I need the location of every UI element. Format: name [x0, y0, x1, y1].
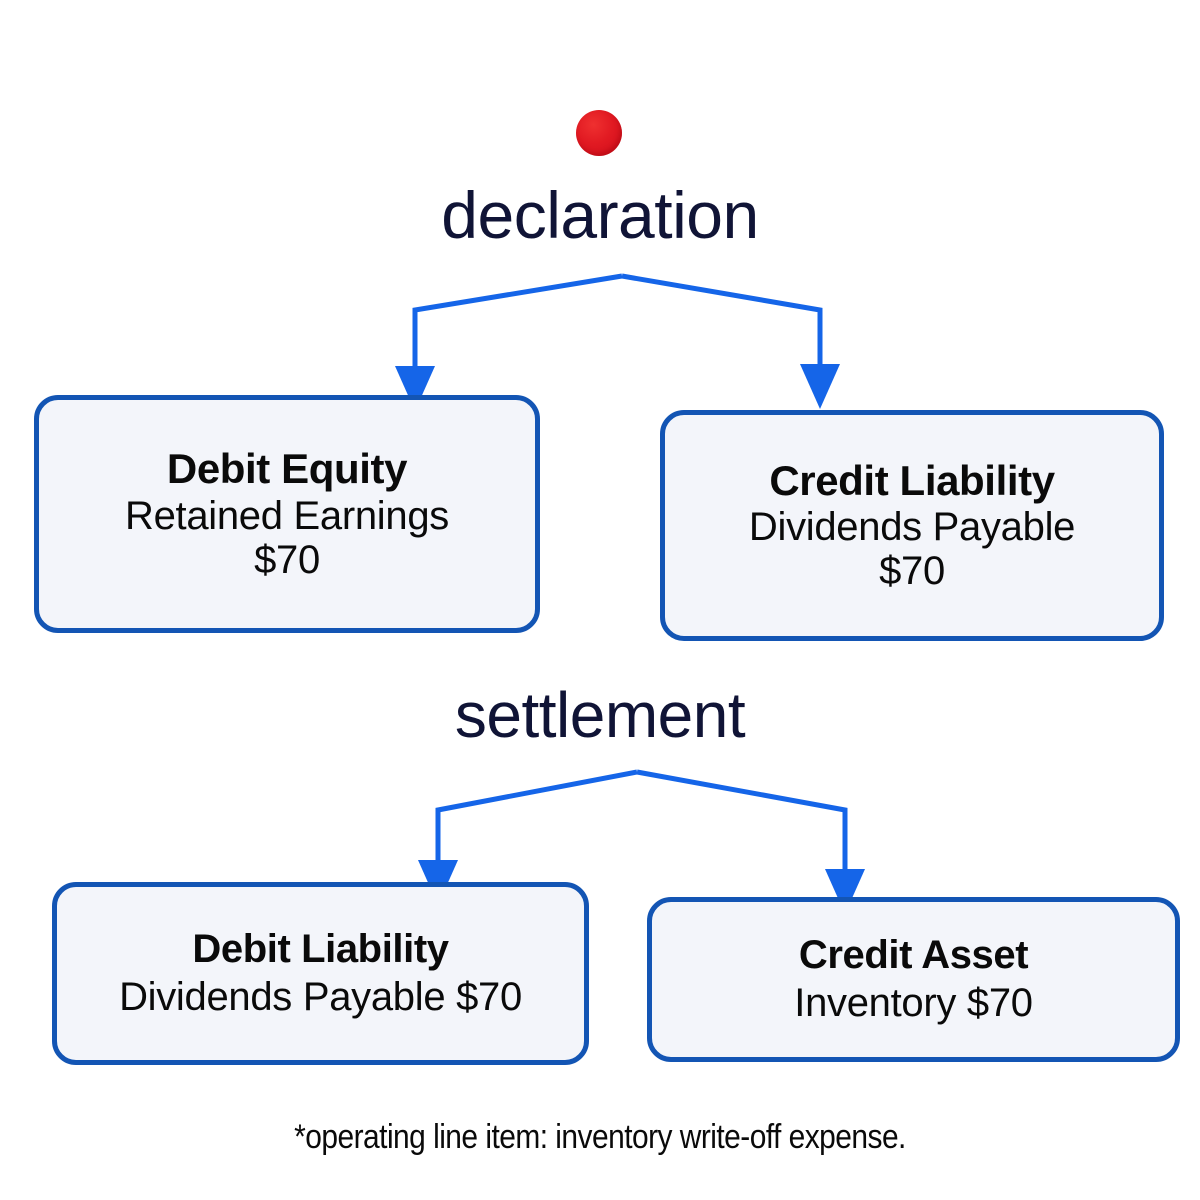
node-debit-equity[interactable]: Debit Equity Retained Earnings $70 — [34, 395, 540, 633]
node-amount: $70 — [254, 537, 320, 582]
node-debit-liability[interactable]: Debit Liability Dividends Payable $70 — [52, 882, 589, 1065]
section-label-declaration: declaration — [441, 178, 759, 252]
node-title: Debit Equity — [166, 445, 408, 493]
section-label-settlement: settlement — [454, 679, 746, 751]
node-line: Retained Earnings — [124, 493, 449, 538]
node-title: Credit Liability — [769, 456, 1055, 504]
node-line: Dividends Payable $70 — [119, 975, 522, 1020]
node-title: Credit Asset — [798, 932, 1029, 977]
node-credit-liability[interactable]: Credit Liability Dividends Payable $70 — [660, 410, 1164, 641]
node-title: Debit Liability — [192, 926, 449, 971]
connector-settlement-left — [418, 769, 638, 905]
footnote-text: *operating line item: inventory write-of… — [294, 1118, 906, 1156]
red-dot-icon — [576, 110, 622, 156]
node-amount: $70 — [879, 549, 945, 594]
node-line: Dividends Payable — [748, 505, 1076, 550]
node-credit-asset[interactable]: Credit Asset Inventory $70 — [647, 897, 1180, 1062]
node-line: Inventory $70 — [794, 981, 1033, 1026]
connector-settlement-right — [636, 769, 865, 914]
connector-declaration-left — [395, 273, 623, 411]
connector-declaration-right — [621, 273, 840, 409]
